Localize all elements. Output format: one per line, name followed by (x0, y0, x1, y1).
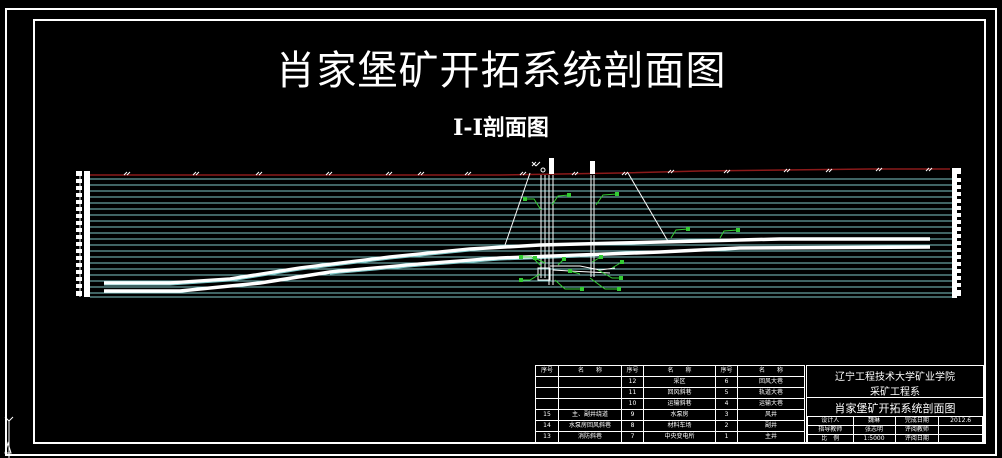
table-row: 12 采区 6 回风大巷 (535, 376, 805, 388)
table-row: 15 主、副井绕道 9 水泵房 3 风井 (535, 409, 805, 421)
table-cell: 6 (715, 376, 738, 388)
table-cell: 运输大巷 (737, 398, 805, 410)
main-shaft-head (549, 158, 554, 174)
table-cell: 风井 (737, 409, 805, 421)
coal-seams (104, 237, 931, 293)
info-label: 完成日期 (894, 416, 940, 426)
component-callouts (519, 192, 740, 291)
table-cell: 15 (535, 409, 559, 421)
info-value (938, 434, 983, 444)
table-cell: 水泵房 (643, 409, 716, 421)
table-cell (558, 398, 622, 410)
table-cell: 10 (621, 398, 644, 410)
table-row: 14 水泵房回风斜巷 8 材料车场 2 副井 (535, 420, 805, 432)
table-cell (558, 387, 622, 399)
parts-legend-table: 序号 名 称 序号 名 称 序号 名 称 12 采区 6 回风大巷 11 回风斜… (535, 365, 805, 443)
school-name: 辽宁工程技术大学矿业学院 (835, 372, 955, 383)
info-value: 张志明 (852, 425, 896, 435)
info-label: 设计人 (807, 416, 854, 426)
table-cell: 回风大巷 (737, 376, 805, 388)
ground-surface-line (90, 168, 950, 176)
table-cell: 水泵房回风斜巷 (558, 420, 622, 432)
table-cell: 11 (621, 387, 644, 399)
table-cell: 中央变电所 (643, 431, 716, 443)
right-elevation-scale (952, 168, 961, 298)
title-block-drawing-name: 肖家堡矿开拓系统剖面图 (834, 402, 956, 415)
table-cell: 14 (535, 420, 559, 432)
info-value: 1:5000 (852, 434, 896, 444)
table-cell: 7 (621, 431, 644, 443)
table-row: 11 回风斜巷 5 轨道大巷 (535, 387, 805, 399)
table-cell: 9 (621, 409, 644, 421)
header-cell: 名 称 (737, 365, 805, 377)
table-cell (535, 376, 559, 388)
info-label: 评阅日期 (894, 434, 940, 444)
section-title: I-I剖面图 (453, 115, 549, 141)
inner-drawing-border (33, 19, 986, 444)
info-value (938, 425, 983, 435)
table-cell (535, 387, 559, 399)
title-block-row: 指导教师 张志明 评阅教师 (807, 425, 983, 435)
table-cell: 1 (715, 431, 738, 443)
info-label: 评阅教师 (894, 425, 940, 435)
table-cell: 材料车场 (643, 420, 716, 432)
header-cell: 序号 (621, 365, 644, 377)
air-shaft-head (590, 161, 595, 174)
table-cell: 轨道大巷 (737, 387, 805, 399)
info-label: 比 例 (807, 434, 854, 444)
info-label: 指导教师 (807, 425, 854, 435)
table-cell: 13 (535, 431, 559, 443)
table-cell: 8 (621, 420, 644, 432)
drawing-main-title: 肖家堡矿开拓系统剖面图 (275, 48, 727, 94)
info-value: 魏琳 (852, 416, 896, 426)
outer-drawing-border (5, 8, 997, 456)
left-elevation-scale (76, 171, 90, 297)
table-cell: 2 (715, 420, 738, 432)
table-cell: 回风斜巷 (643, 387, 716, 399)
upper-coal-seam (104, 237, 930, 285)
lower-coal-seam (104, 245, 931, 293)
table-cell (535, 398, 559, 410)
title-block-row: 设计人 魏琳 完成日期 2012.6 (807, 416, 983, 426)
table-cell (558, 376, 622, 388)
table-cell: 4 (715, 398, 738, 410)
department-name: 采矿工程系 (870, 387, 920, 398)
surface-hatch-marks (123, 167, 933, 176)
table-cell: 12 (621, 376, 644, 388)
info-value: 2012.6 (938, 416, 983, 426)
table-header-row: 序号 名 称 序号 名 称 序号 名 称 (535, 365, 805, 377)
title-block-info-grid: 设计人 魏琳 完成日期 2012.6 指导教师 张志明 评阅教师 比 例 1:5… (807, 416, 983, 444)
table-cell: 运输斜巷 (643, 398, 716, 410)
ucs-axis-icon (4, 416, 14, 458)
table-cell: 主、副井绕道 (558, 409, 622, 421)
header-cell: 名 称 (643, 365, 716, 377)
title-block: 辽宁工程技术大学矿业学院 采矿工程系 肖家堡矿开拓系统剖面图 设计人 魏琳 完成… (806, 365, 984, 444)
title-block-row: 比 例 1:5000 评阅日期 (807, 434, 983, 444)
header-cell: 序号 (535, 365, 559, 377)
table-cell: 5 (715, 387, 738, 399)
shaft-protection-pillar (504, 172, 670, 246)
header-cell: 名 称 (558, 365, 622, 377)
table-cell: 消防斜巷 (558, 431, 622, 443)
table-cell: 采区 (643, 376, 716, 388)
table-cell: 副井 (737, 420, 805, 432)
table-row: 13 消防斜巷 7 中央变电所 1 主井 (535, 431, 805, 443)
table-cell: 主井 (737, 431, 805, 443)
table-cell: 3 (715, 409, 738, 421)
title-block-divider (807, 397, 983, 398)
table-row: 10 运输斜巷 4 运输大巷 (535, 398, 805, 410)
header-cell: 序号 (715, 365, 738, 377)
